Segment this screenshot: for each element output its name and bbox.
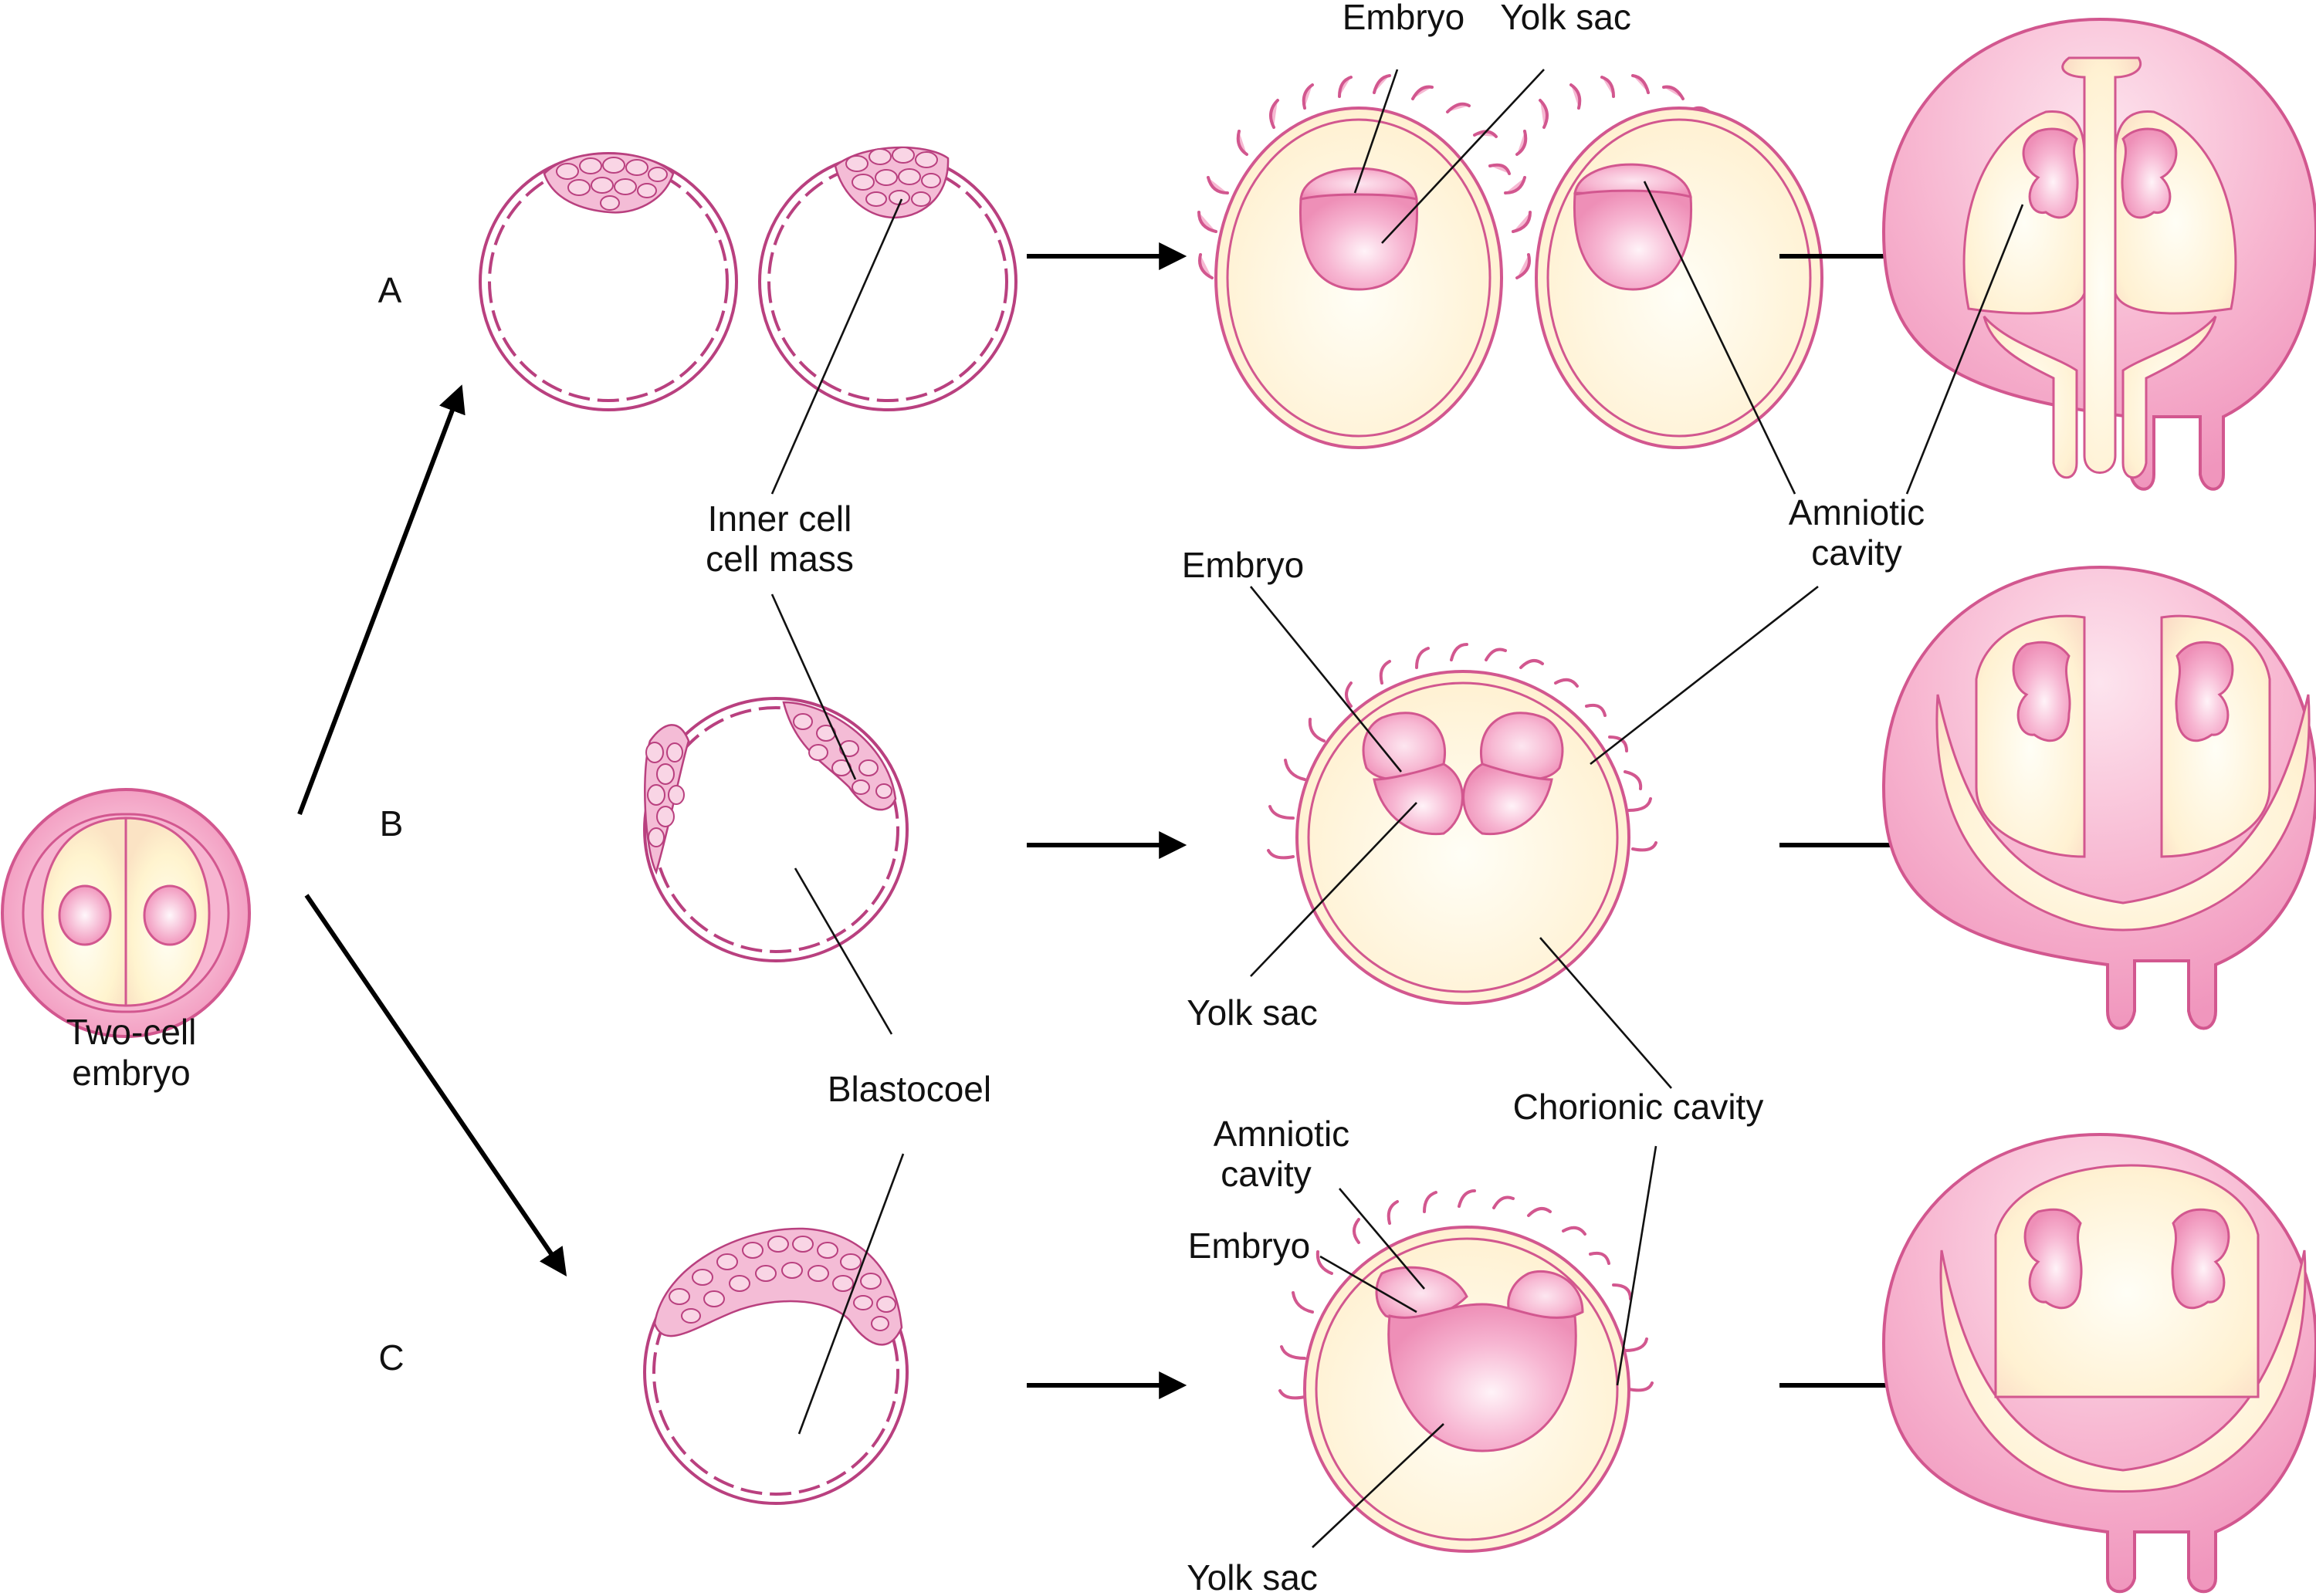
leader-amniotic-c xyxy=(1339,1188,1425,1290)
row-a-blastocyst-left xyxy=(479,152,738,411)
label-amniotic-cavity-line2: cavity xyxy=(1811,533,1902,573)
label-embryo-a: Embryo xyxy=(1343,0,1464,37)
leader-chorionic-b xyxy=(1539,937,1672,1089)
leader-yolk-sac-b xyxy=(1250,802,1417,977)
label-embryo-b: Embryo xyxy=(1182,545,1304,585)
label-amniotic-cavity-c-line1: Amniotic xyxy=(1214,1114,1349,1154)
label-blastocoel: Blastocoel xyxy=(828,1069,991,1109)
leader-blastocoel-c xyxy=(797,1153,905,1435)
leader-embryo-a xyxy=(1353,69,1399,194)
row-b-chorionic-sac xyxy=(1267,643,1657,1005)
leader-amniotic-a-uterus xyxy=(1905,204,2024,495)
leader-lines xyxy=(770,69,2024,1548)
two-cell-label-line1: Two-cell xyxy=(66,1012,197,1052)
nucleus-right xyxy=(143,884,197,946)
label-yolk-sac-c: Yolk sac xyxy=(1187,1557,1318,1596)
row-b-blastocyst xyxy=(643,697,909,962)
leader-embryo-b xyxy=(1249,586,1403,773)
label-chorionic-cavity: Chorionic cavity xyxy=(1513,1087,1764,1127)
leader-yolk-sac-c xyxy=(1312,1423,1444,1548)
row-a-uterus xyxy=(1881,17,2316,491)
arrow-to-row-c xyxy=(304,894,567,1276)
nucleus-left xyxy=(58,884,112,946)
leader-blastocoel-b xyxy=(794,867,893,1035)
leader-inner-cell-mass-a xyxy=(770,198,903,495)
row-a-chorionic-sacs xyxy=(1197,74,1823,449)
leader-amniotic-b xyxy=(1590,585,1819,766)
label-yolk-sac-b: Yolk sac xyxy=(1187,992,1318,1033)
row-a-blastocysts xyxy=(479,146,1017,411)
label-amniotic-cavity-c-line2: cavity xyxy=(1221,1154,1312,1194)
row-label-c: C xyxy=(378,1337,404,1378)
row-label-a: A xyxy=(378,270,402,310)
label-yolk-sac-a: Yolk sac xyxy=(1500,0,1631,37)
label-inner-cell-mass-2: cell mass xyxy=(706,539,854,579)
row-b-uterus xyxy=(1881,565,2316,1030)
two-cell-label-line2: embryo xyxy=(72,1053,190,1093)
label-inner-cell-mass-1: Inner cell xyxy=(708,499,852,539)
leader-chorionic-c xyxy=(1616,1145,1657,1386)
two-cell-embryo xyxy=(1,788,251,1038)
row-a-blastocyst-right xyxy=(758,146,1017,411)
label-embryo-c: Embryo xyxy=(1188,1226,1310,1266)
row-c-blastocyst xyxy=(643,1227,909,1505)
row-c-uterus xyxy=(1881,1132,2316,1594)
leader-embryo-c xyxy=(1319,1255,1417,1314)
leader-inner-cell-mass-b xyxy=(770,593,857,780)
row-label-b: B xyxy=(380,803,404,844)
leader-yolk-sac-a xyxy=(1381,69,1545,244)
label-amniotic-cavity-line1: Amniotic xyxy=(1789,492,1925,533)
row-c-chorionic-sac xyxy=(1278,1189,1654,1553)
leader-amniotic-a-sac xyxy=(1643,181,1796,495)
arrow-to-row-a xyxy=(297,384,466,816)
